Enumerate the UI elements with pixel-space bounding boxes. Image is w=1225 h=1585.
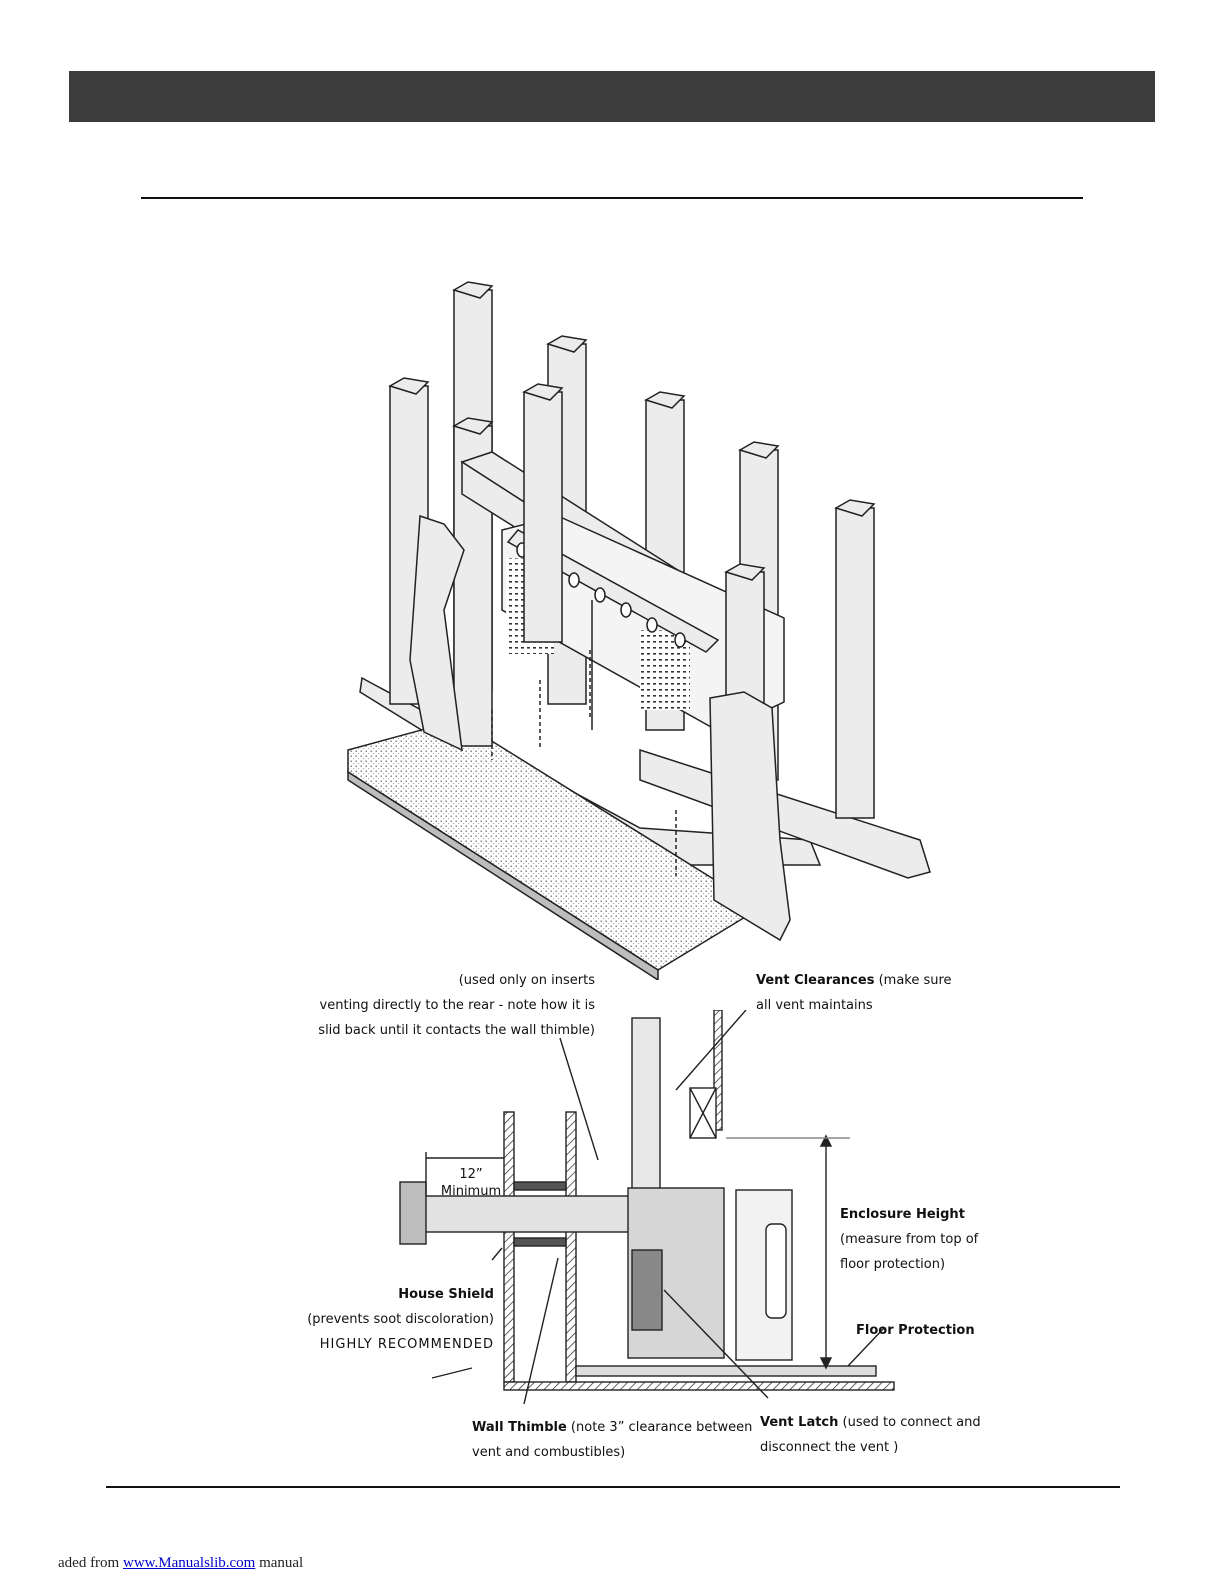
wall-thimble-line-2: vent and combustibles) <box>472 1445 626 1460</box>
floor-protection-label: Floor Protection <box>856 1318 975 1343</box>
house-shield-line-3: HIGHLY RECOMMENDED <box>319 1337 494 1352</box>
vent-latch-title: Vent Latch <box>760 1415 839 1430</box>
header-bar <box>69 71 1155 122</box>
wall-thimble-title: Wall Thimble <box>472 1420 567 1435</box>
floor-protection-title: Floor Protection <box>856 1323 975 1338</box>
section-rule-top <box>141 197 1083 199</box>
section-rule-bottom <box>106 1486 1120 1488</box>
vent-section-illustration <box>399 1010 895 1405</box>
footer: aded from www.Manualslib.com manual <box>58 1555 303 1572</box>
house-shield-label: House Shield (prevents soot discoloratio… <box>290 1282 494 1357</box>
footer-link[interactable]: www.Manualslib.com <box>122 1555 256 1571</box>
house-shield-line-2: (prevents soot discoloration) <box>307 1312 494 1327</box>
vent-clearances-line-2: all vent maintains <box>756 998 873 1013</box>
vent-clearances-label: Vent Clearances (make sure all vent main… <box>756 968 952 1018</box>
enclosure-height-title: Enclosure Height <box>840 1207 965 1222</box>
footer-prefix: aded from <box>58 1555 123 1571</box>
insert-note-line-3: slid back until it contacts the wall thi… <box>318 1023 595 1038</box>
insert-note-line-1: (used only on inserts <box>458 973 595 988</box>
vent-latch-line-2: disconnect the vent ) <box>760 1440 899 1455</box>
vent-latch-label: Vent Latch (used to connect and disconne… <box>760 1410 981 1460</box>
insert-note: (used only on inserts venting directly t… <box>300 968 595 1043</box>
dimension-word: Minimum <box>440 1184 502 1199</box>
vent-latch-text: (used to connect and <box>838 1415 981 1430</box>
enclosure-height-label: Enclosure Height (measure from top of fl… <box>840 1202 978 1277</box>
minimum-dimension-label: 12” Minimum <box>436 1166 506 1200</box>
enclosure-height-line-2: (measure from top of <box>840 1232 979 1247</box>
vent-clearances-text: (make sure <box>874 973 952 988</box>
footer-suffix: manual <box>255 1555 304 1571</box>
wall-thimble-label: Wall Thimble (note 3” clearance between … <box>472 1415 752 1465</box>
vent-clearances-title: Vent Clearances <box>756 973 875 988</box>
insert-note-line-2: venting directly to the rear - note how … <box>319 998 595 1013</box>
wall-thimble-text: (note 3” clearance between <box>566 1420 753 1435</box>
enclosure-height-line-3: floor protection) <box>840 1257 946 1272</box>
dimension-value: 12” <box>459 1167 483 1182</box>
framing-illustration <box>347 281 931 980</box>
house-shield-title: House Shield <box>398 1287 494 1302</box>
